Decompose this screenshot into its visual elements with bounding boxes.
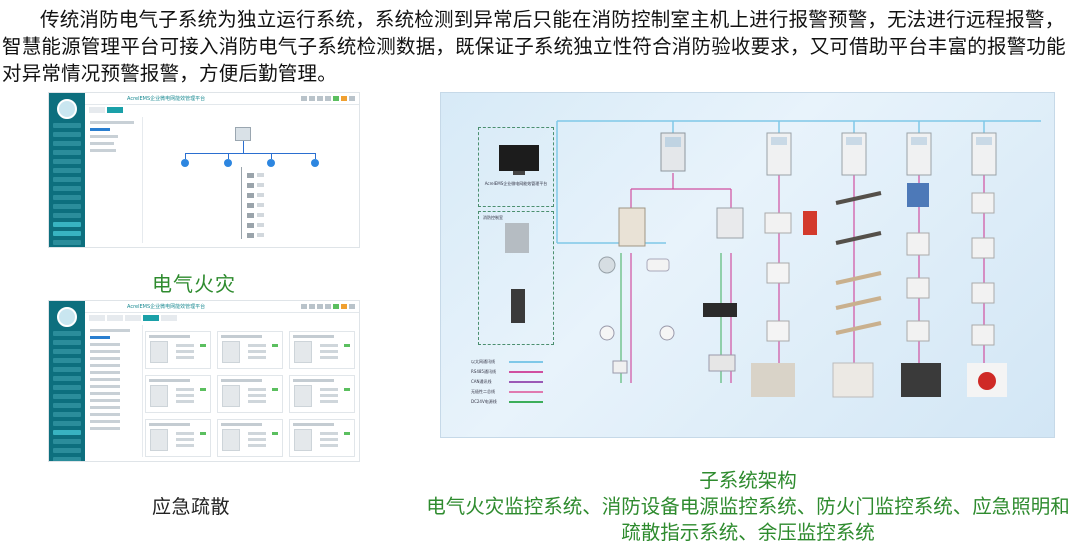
architecture-caption: 子系统架构 电气火灾监控系统、消防设备电源监控系统、防火门监控系统、应急照明和疏… <box>420 468 1076 545</box>
diagram-legend: 以太网通讯线 RS485通讯线 CAN通讯线 无极性二总线 DC24V电源线 <box>471 357 543 407</box>
platform-label: AcrelEMS企业微电网能效管理平台 <box>484 181 548 186</box>
app-logo-icon <box>57 99 77 119</box>
app-header: AcrelEMS企业微电网能效管理平台 <box>85 93 359 105</box>
legend-item: DC24V电源线 <box>471 397 543 407</box>
electrical-fire-caption: 电气火灾 <box>152 272 236 296</box>
legend-item: 无极性二总线 <box>471 387 543 397</box>
device-tree <box>87 325 143 457</box>
device-card-grid <box>145 331 355 457</box>
evacuation-caption: 应急疏散 <box>152 496 231 518</box>
legend-item: 以太网通讯线 <box>471 357 543 367</box>
architecture-caption-title: 子系统架构 <box>699 469 797 492</box>
platform-dashed-box <box>478 127 554 207</box>
app-title: AcrelEMS企业微电网能效管理平台 <box>127 96 206 102</box>
architecture-caption-desc: 电气火灾监控系统、消防设备电源监控系统、防火门监控系统、应急照明和疏散指示系统、… <box>426 495 1070 544</box>
host-computer-icon <box>235 127 251 141</box>
device-card[interactable] <box>217 375 283 413</box>
app-sidebar <box>49 301 85 461</box>
evacuation-screenshot: AcrelEMS企业微电网能效管理平台 <box>48 300 360 462</box>
device-card[interactable] <box>145 375 211 413</box>
device-tree <box>87 117 143 243</box>
subsystem-architecture-diagram: AcrelEMS企业微电网能效管理平台 消防控制室 以太网通讯线 RS485通讯… <box>440 92 1055 438</box>
control-room-label: 消防控制室 <box>483 215 503 220</box>
legend-item: RS485通讯线 <box>471 367 543 377</box>
architecture-wiring <box>499 120 1041 398</box>
app-sidebar <box>49 93 85 247</box>
app-title: AcrelEMS企业微电网能效管理平台 <box>127 304 206 310</box>
intro-paragraph: 传统消防电气子系统为独立运行系统，系统检测到异常后只能在消防控制室主机上进行报警… <box>2 8 1066 85</box>
app-logo-icon <box>57 307 77 327</box>
device-card[interactable] <box>145 331 211 369</box>
device-card[interactable] <box>289 375 355 413</box>
control-room-dashed-box <box>478 211 554 345</box>
electrical-fire-screenshot: AcrelEMS企业微电网能效管理平台 <box>48 92 360 248</box>
device-card[interactable] <box>289 331 355 369</box>
device-card[interactable] <box>145 419 211 457</box>
topology-diagram <box>145 117 355 243</box>
device-card[interactable] <box>217 419 283 457</box>
legend-item: CAN通讯线 <box>471 377 543 387</box>
device-card[interactable] <box>289 419 355 457</box>
app-header: AcrelEMS企业微电网能效管理平台 <box>85 301 359 313</box>
device-card[interactable] <box>217 331 283 369</box>
